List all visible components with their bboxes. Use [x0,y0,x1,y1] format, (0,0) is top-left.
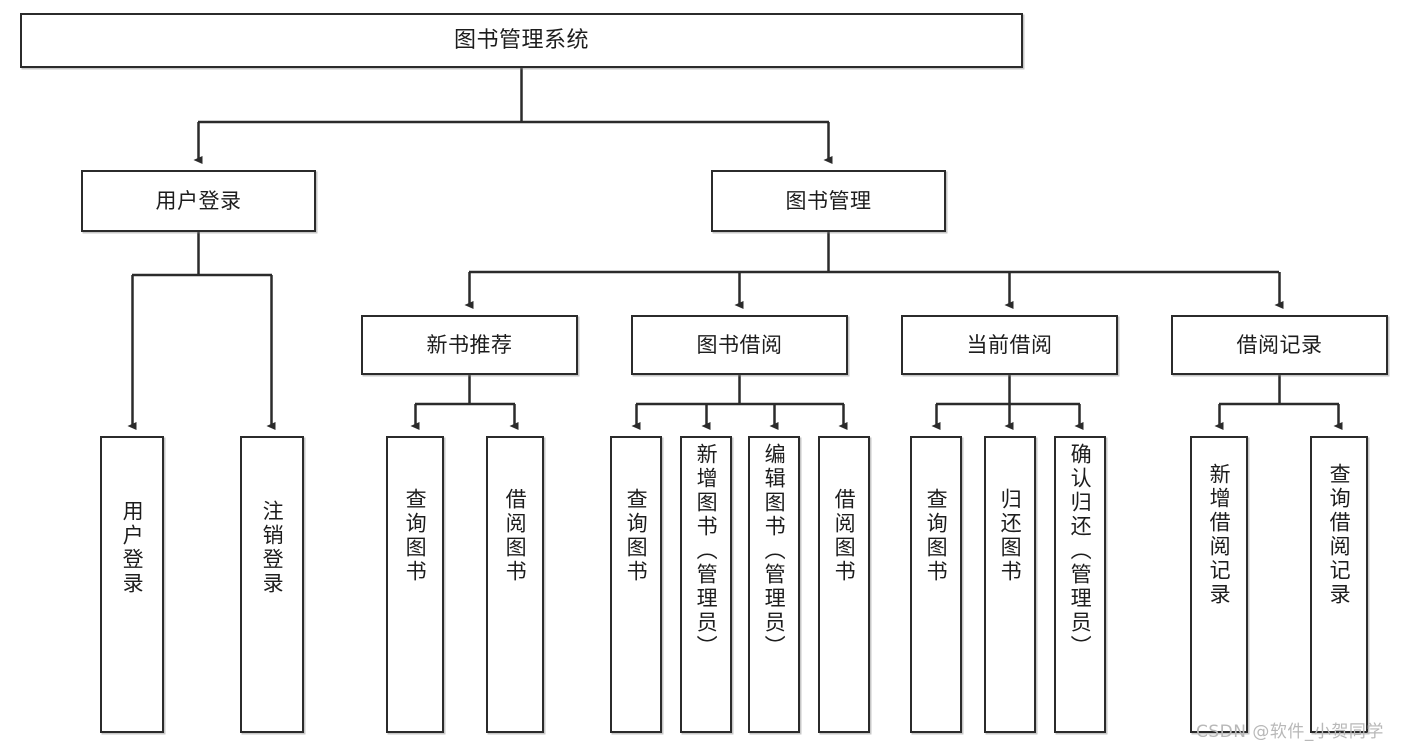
node-user-login-label: 用户登录 [155,188,242,213]
node-book-manage-label: 图书管理 [785,188,872,213]
node-leaf-query-book-2-label: 查询图书 [624,488,649,584]
node-leaf-borrow-book-1[interactable]: 借阅图书 [486,436,544,733]
node-leaf-return-book-label: 归还图书 [998,488,1023,584]
node-leaf-user-login[interactable]: 用户登录 [100,436,164,733]
node-leaf-confirm-return-label: 确认归还（管理员） [1068,443,1093,659]
node-leaf-logout-login[interactable]: 注销登录 [240,436,304,733]
node-borrow-record-label: 借阅记录 [1236,332,1323,357]
node-leaf-return-book[interactable]: 归还图书 [984,436,1036,733]
node-leaf-edit-book[interactable]: 编辑图书（管理员） [748,436,800,733]
node-current-borrow[interactable]: 当前借阅 [901,315,1118,375]
node-root[interactable]: 图书管理系统 [20,13,1023,68]
node-book-borrow-label: 图书借阅 [696,332,783,357]
node-new-book-rec[interactable]: 新书推荐 [361,315,578,375]
node-leaf-add-book-label: 新增图书（管理员） [694,443,719,659]
node-leaf-borrow-book-1-label: 借阅图书 [503,488,528,584]
node-leaf-query-book-1-label: 查询图书 [403,488,428,584]
node-root-label: 图书管理系统 [453,27,589,53]
csdn-watermark: CSDN @软件_小贺同学 [1196,722,1384,742]
node-leaf-borrow-book-2[interactable]: 借阅图书 [818,436,870,733]
node-leaf-query-book-3[interactable]: 查询图书 [910,436,962,733]
node-borrow-record[interactable]: 借阅记录 [1171,315,1388,375]
node-current-borrow-label: 当前借阅 [966,332,1053,357]
node-leaf-query-book-2[interactable]: 查询图书 [610,436,662,733]
node-leaf-user-login-label: 用户登录 [120,500,145,596]
node-book-manage[interactable]: 图书管理 [711,170,946,232]
node-leaf-add-record[interactable]: 新增借阅记录 [1190,436,1248,733]
node-new-book-rec-label: 新书推荐 [426,332,513,357]
node-leaf-logout-login-label: 注销登录 [260,500,285,596]
node-leaf-query-record-label: 查询借阅记录 [1327,463,1352,607]
node-leaf-add-record-label: 新增借阅记录 [1207,463,1232,607]
node-leaf-query-book-3-label: 查询图书 [924,488,949,584]
node-leaf-confirm-return[interactable]: 确认归还（管理员） [1054,436,1106,733]
node-leaf-add-book[interactable]: 新增图书（管理员） [680,436,732,733]
node-leaf-query-book-1[interactable]: 查询图书 [386,436,444,733]
node-leaf-query-record[interactable]: 查询借阅记录 [1310,436,1368,733]
node-leaf-borrow-book-2-label: 借阅图书 [832,488,857,584]
node-leaf-edit-book-label: 编辑图书（管理员） [762,443,787,659]
node-user-login[interactable]: 用户登录 [81,170,316,232]
node-book-borrow[interactable]: 图书借阅 [631,315,848,375]
